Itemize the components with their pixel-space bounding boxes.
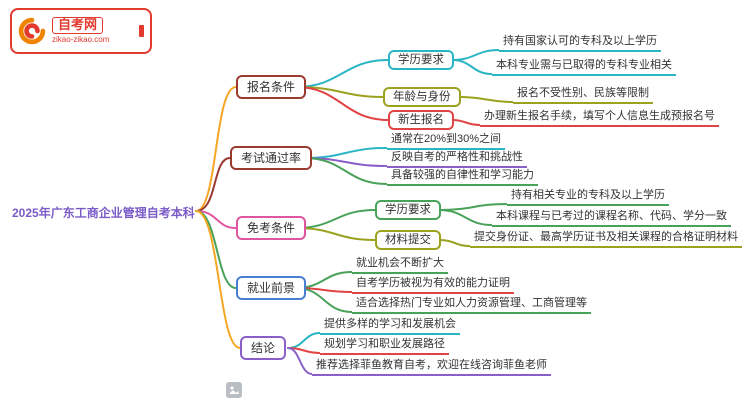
leaf-node[interactable]: 持有国家认可的专科及以上学历	[499, 34, 661, 52]
leaf-node[interactable]: 具备较强的自律性和学习能力	[387, 168, 538, 186]
branch-registration-conditions[interactable]: 报名条件	[236, 75, 307, 99]
subnode-education-requirement[interactable]: 学历要求	[388, 50, 454, 70]
branch-conclusion[interactable]: 结论	[240, 336, 287, 360]
leaf-node[interactable]: 持有相关专业的专科及以上学历	[507, 188, 669, 206]
watermark-image-icon	[226, 382, 242, 398]
subnode-material-submission[interactable]: 材料提交	[375, 230, 441, 250]
leaf-node[interactable]: 反映自考的严格性和挑战性	[387, 150, 527, 168]
leaf-node[interactable]: 规划学习和职业发展路径	[320, 337, 449, 355]
branch-employment-prospects[interactable]: 就业前景	[236, 276, 307, 300]
leaf-node[interactable]: 本科专业需与已取得的专科专业相关	[492, 58, 676, 76]
leaf-node[interactable]: 推荐选择菲鱼教育自考，欢迎在线咨询菲鱼老师	[312, 358, 551, 376]
branch-exemption-conditions[interactable]: 免考条件	[236, 216, 307, 240]
subnode-new-student-registration[interactable]: 新生报名	[388, 110, 454, 130]
root-node[interactable]: 2025年广东工商企业管理自考本科	[12, 206, 195, 220]
zikao-logo-icon	[18, 17, 46, 45]
logo-domain: zikao-zikao.com	[52, 34, 110, 44]
logo-title: 自考网	[52, 17, 104, 34]
leaf-node[interactable]: 提供多样的学习和发展机会	[320, 317, 460, 335]
subnode-age-identity[interactable]: 年龄与身份	[383, 87, 461, 107]
logo-accent-mark	[139, 25, 144, 37]
leaf-node[interactable]: 就业机会不断扩大	[352, 256, 448, 274]
leaf-node[interactable]: 办理新生报名手续，填写个人信息生成预报名号	[480, 109, 719, 127]
leaf-node[interactable]: 提交身份证、最高学历证书及相关课程的合格证明材料	[470, 230, 742, 248]
leaf-node[interactable]: 自考学历被视为有效的能力证明	[352, 276, 514, 294]
site-logo[interactable]: 自考网 zikao-zikao.com	[10, 8, 152, 54]
subnode-education-requirement-exemption[interactable]: 学历要求	[375, 200, 441, 220]
leaf-node[interactable]: 适合选择热门专业如人力资源管理、工商管理等	[352, 296, 591, 314]
branch-pass-rate[interactable]: 考试通过率	[230, 146, 313, 170]
leaf-node[interactable]: 本科课程与已考过的课程名称、代码、学分一致	[492, 209, 731, 227]
leaf-node[interactable]: 报名不受性别、民族等限制	[513, 86, 653, 104]
leaf-node[interactable]: 通常在20%到30%之间	[387, 132, 506, 150]
